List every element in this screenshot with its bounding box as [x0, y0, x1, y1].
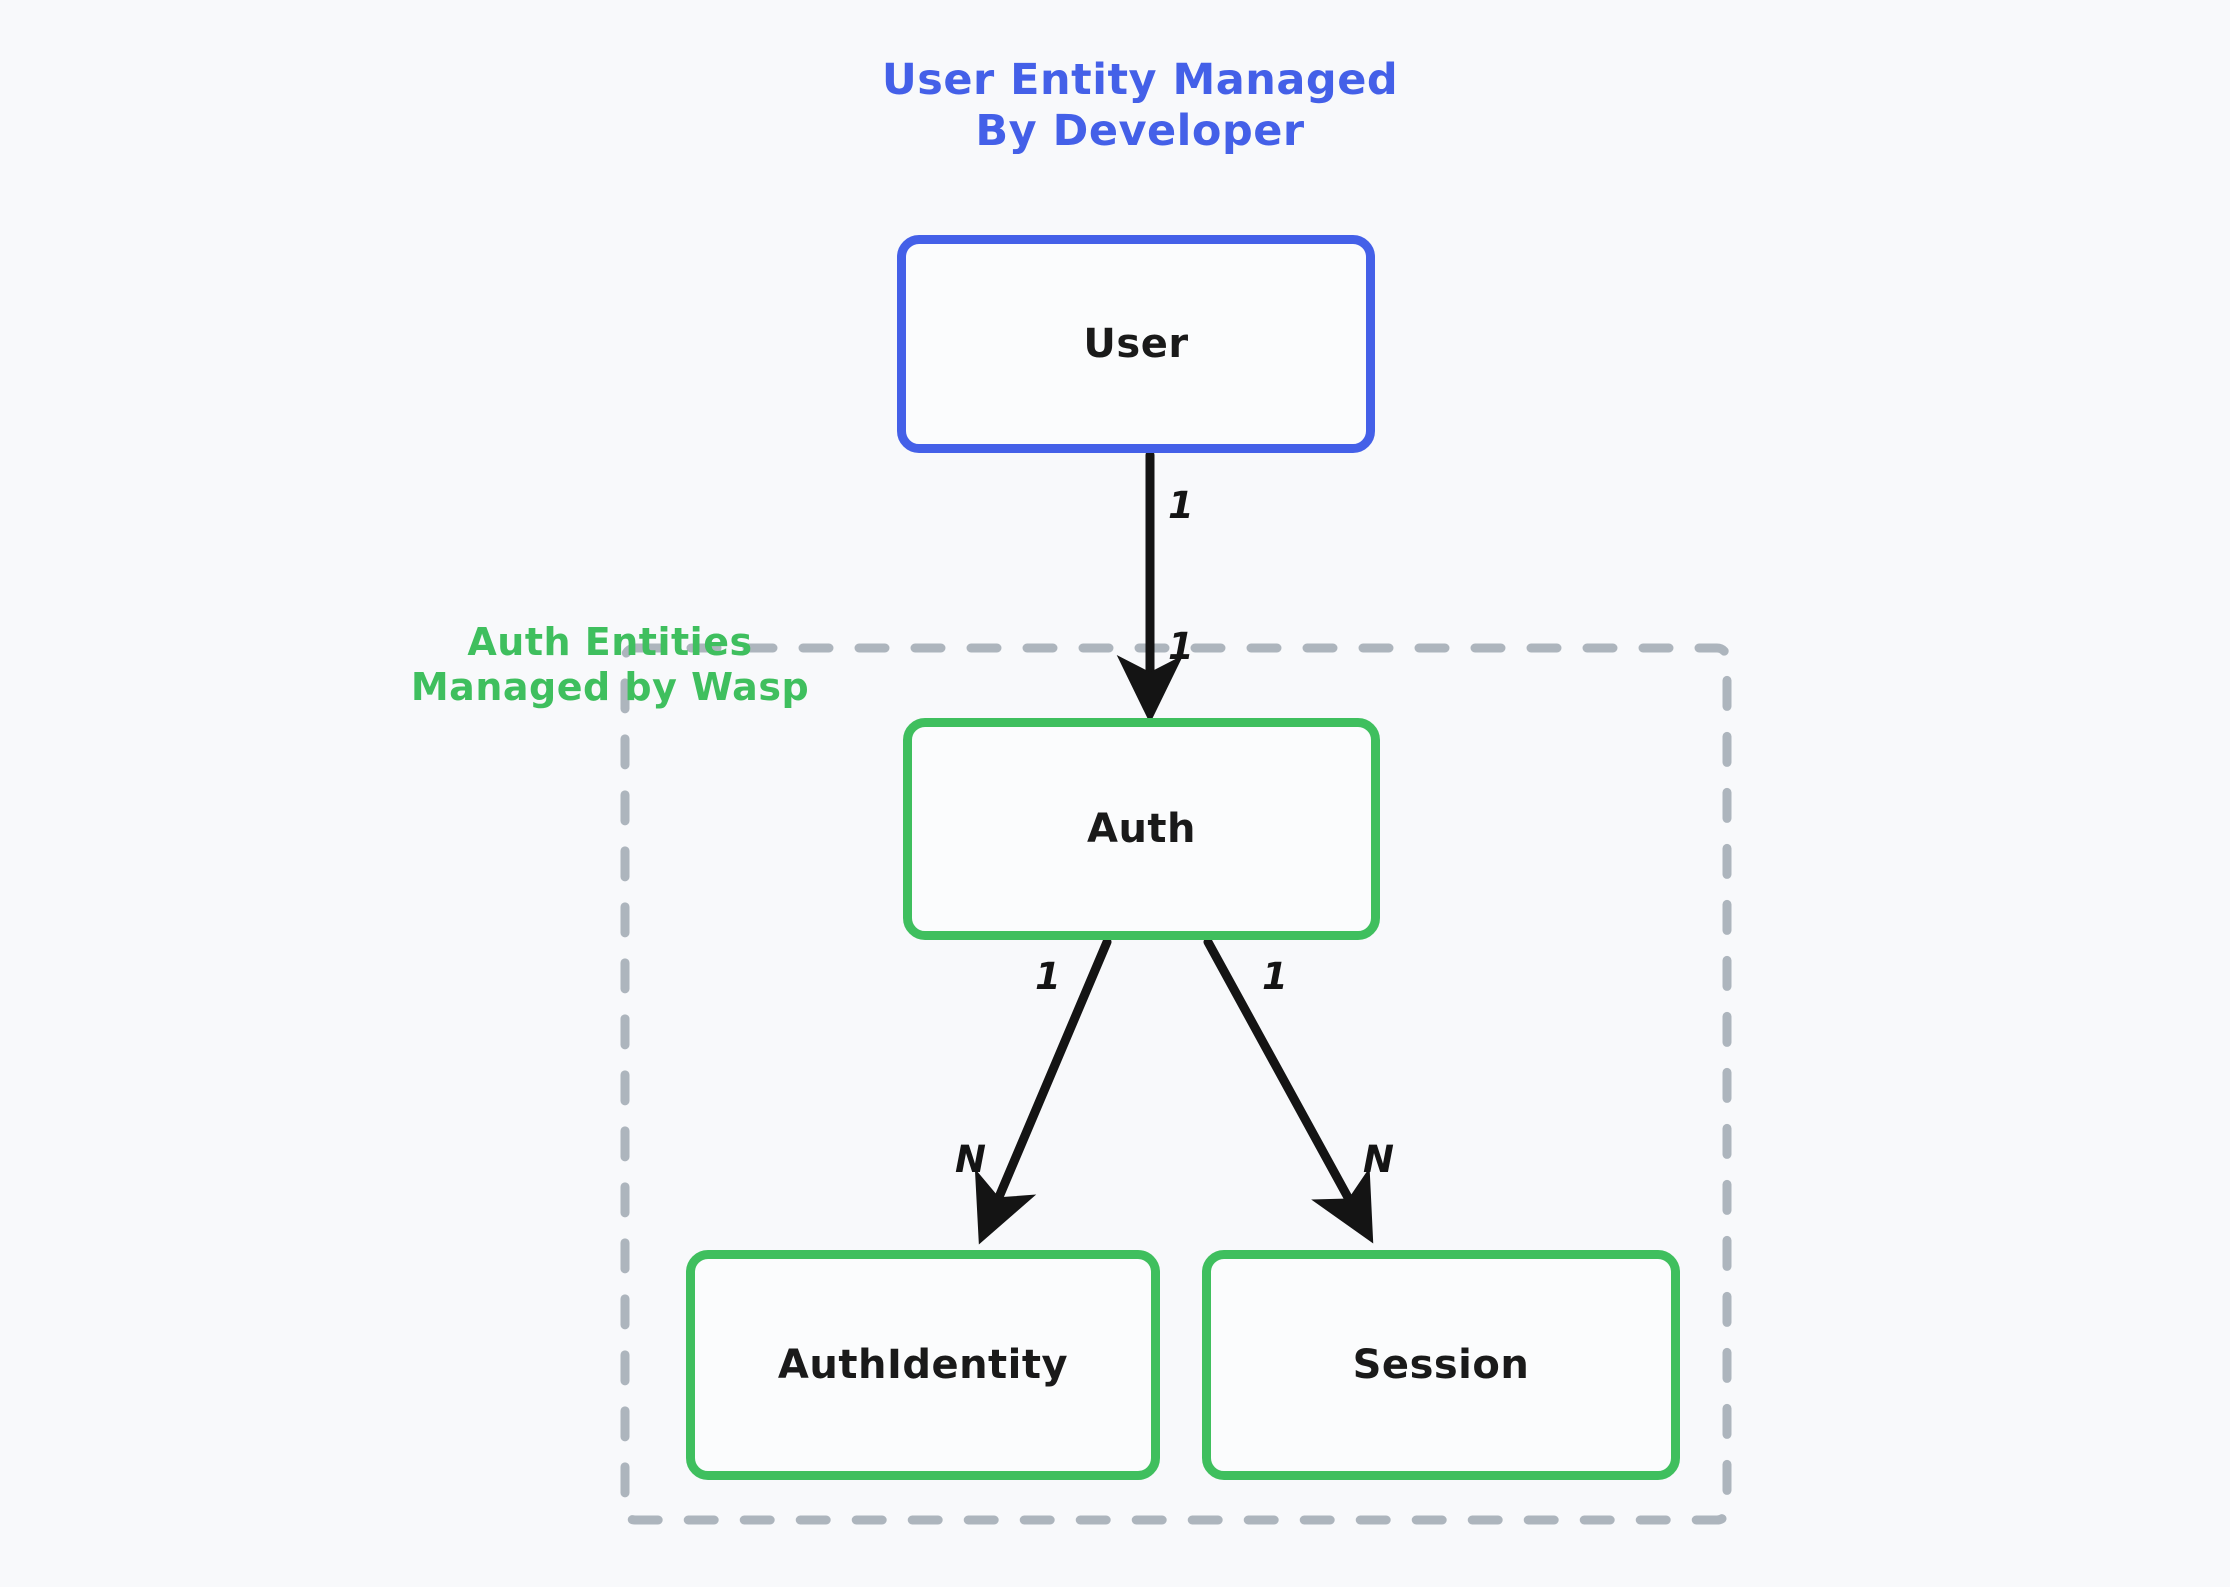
entity-node-authidentity-label: AuthIdentity: [777, 1342, 1069, 1388]
entity-node-auth-label: Auth: [1086, 806, 1197, 852]
wasp-section-title: Auth Entities Managed by Wasp: [410, 620, 810, 709]
cardinality-user-to-auth-source: 1: [1168, 484, 1194, 527]
developer-section-title: User Entity Managed By Developer: [881, 55, 1399, 156]
entity-node-auth[interactable]: Auth: [903, 718, 1380, 940]
entity-node-authidentity[interactable]: AuthIdentity: [686, 1250, 1160, 1480]
cardinality-auth-to-session-source: 1: [1262, 955, 1288, 998]
entity-node-session-label: Session: [1352, 1342, 1530, 1388]
entity-node-session[interactable]: Session: [1202, 1250, 1680, 1480]
entity-node-user[interactable]: User: [897, 235, 1375, 453]
cardinality-auth-to-authidentity-source: 1: [1035, 955, 1061, 998]
cardinality-auth-to-session-target: N: [1363, 1138, 1394, 1181]
cardinality-user-to-auth-target: 1: [1168, 625, 1194, 668]
entity-node-user-label: User: [1083, 321, 1189, 367]
cardinality-auth-to-authidentity-target: N: [955, 1138, 986, 1181]
